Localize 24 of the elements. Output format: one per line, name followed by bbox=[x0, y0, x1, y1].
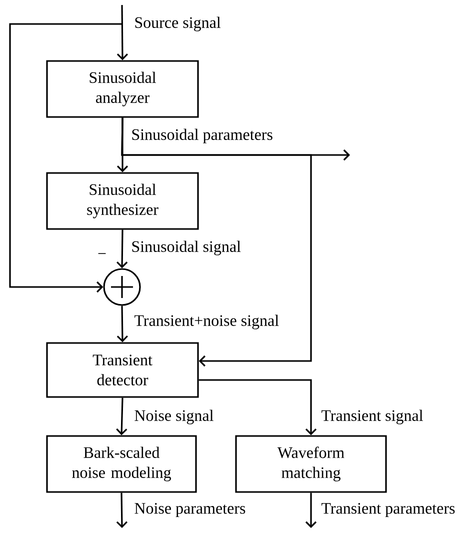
arrow bbox=[116, 230, 128, 268]
arrow bbox=[116, 306, 128, 342]
process-box: Sinusoidal analyzer bbox=[46, 60, 199, 118]
process-box: Bark-scaled noise modeling bbox=[46, 435, 197, 493]
arrow bbox=[116, 492, 128, 528]
arrow bbox=[116, 4, 128, 60]
process-box: Waveform matching bbox=[235, 435, 387, 493]
summing-junction bbox=[103, 268, 141, 306]
edge-label: Noise signal bbox=[134, 410, 214, 424]
edge-label: Transient parameters bbox=[321, 503, 455, 517]
arrow bbox=[9, 23, 122, 293]
edge-label: Sinusoidal signal bbox=[132, 240, 241, 256]
edge-label: Source signal bbox=[135, 16, 221, 32]
minus-sign: − bbox=[98, 253, 106, 254]
arrow bbox=[305, 492, 317, 528]
edge-label: Transient signal bbox=[321, 410, 423, 424]
edge-label: Noise parameters bbox=[134, 503, 246, 517]
process-box: Sinusoidal synthesizer bbox=[46, 172, 199, 230]
arrow bbox=[121, 118, 312, 367]
edge-label: Transient+noise signal bbox=[134, 314, 279, 330]
arrow bbox=[198, 379, 317, 436]
edge-label: Sinusoidal parameters bbox=[132, 128, 272, 144]
arrow bbox=[116, 398, 128, 436]
process-box: Transient detector bbox=[46, 342, 199, 398]
